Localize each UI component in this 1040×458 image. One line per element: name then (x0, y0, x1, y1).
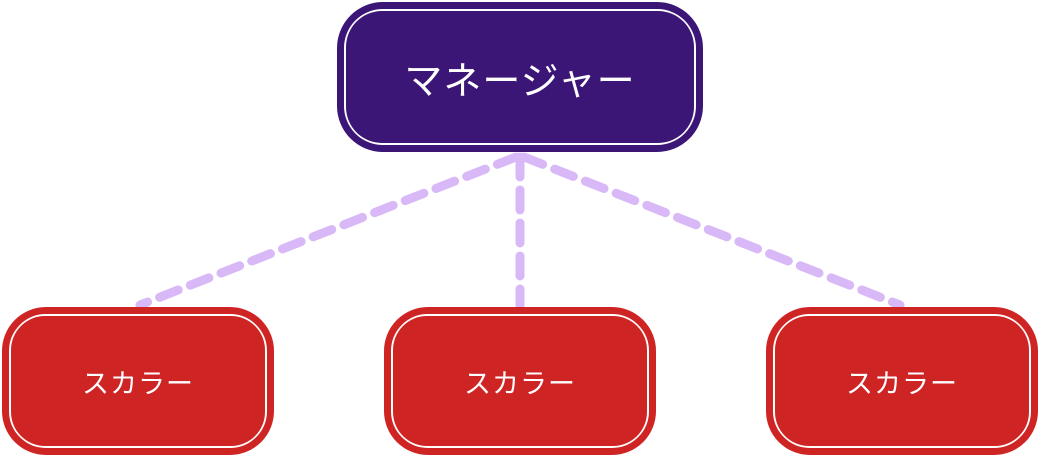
child-node-ring (766, 307, 1038, 455)
connector-left (135, 152, 521, 310)
child-node-label: スカラー (11, 316, 265, 446)
child-node-2[interactable]: スカラー (384, 307, 656, 455)
child-node-1[interactable]: スカラー (2, 307, 274, 455)
child-node-label: スカラー (775, 316, 1029, 446)
child-node-3[interactable]: スカラー (766, 307, 1038, 455)
manager-node-ring (337, 2, 703, 152)
connector-right (519, 152, 905, 310)
child-node-label: スカラー (393, 316, 647, 446)
child-node-ring (2, 307, 274, 455)
manager-node[interactable]: マネージャー (337, 2, 703, 152)
child-node-ring (384, 307, 656, 455)
manager-node-label: マネージャー (346, 11, 694, 143)
